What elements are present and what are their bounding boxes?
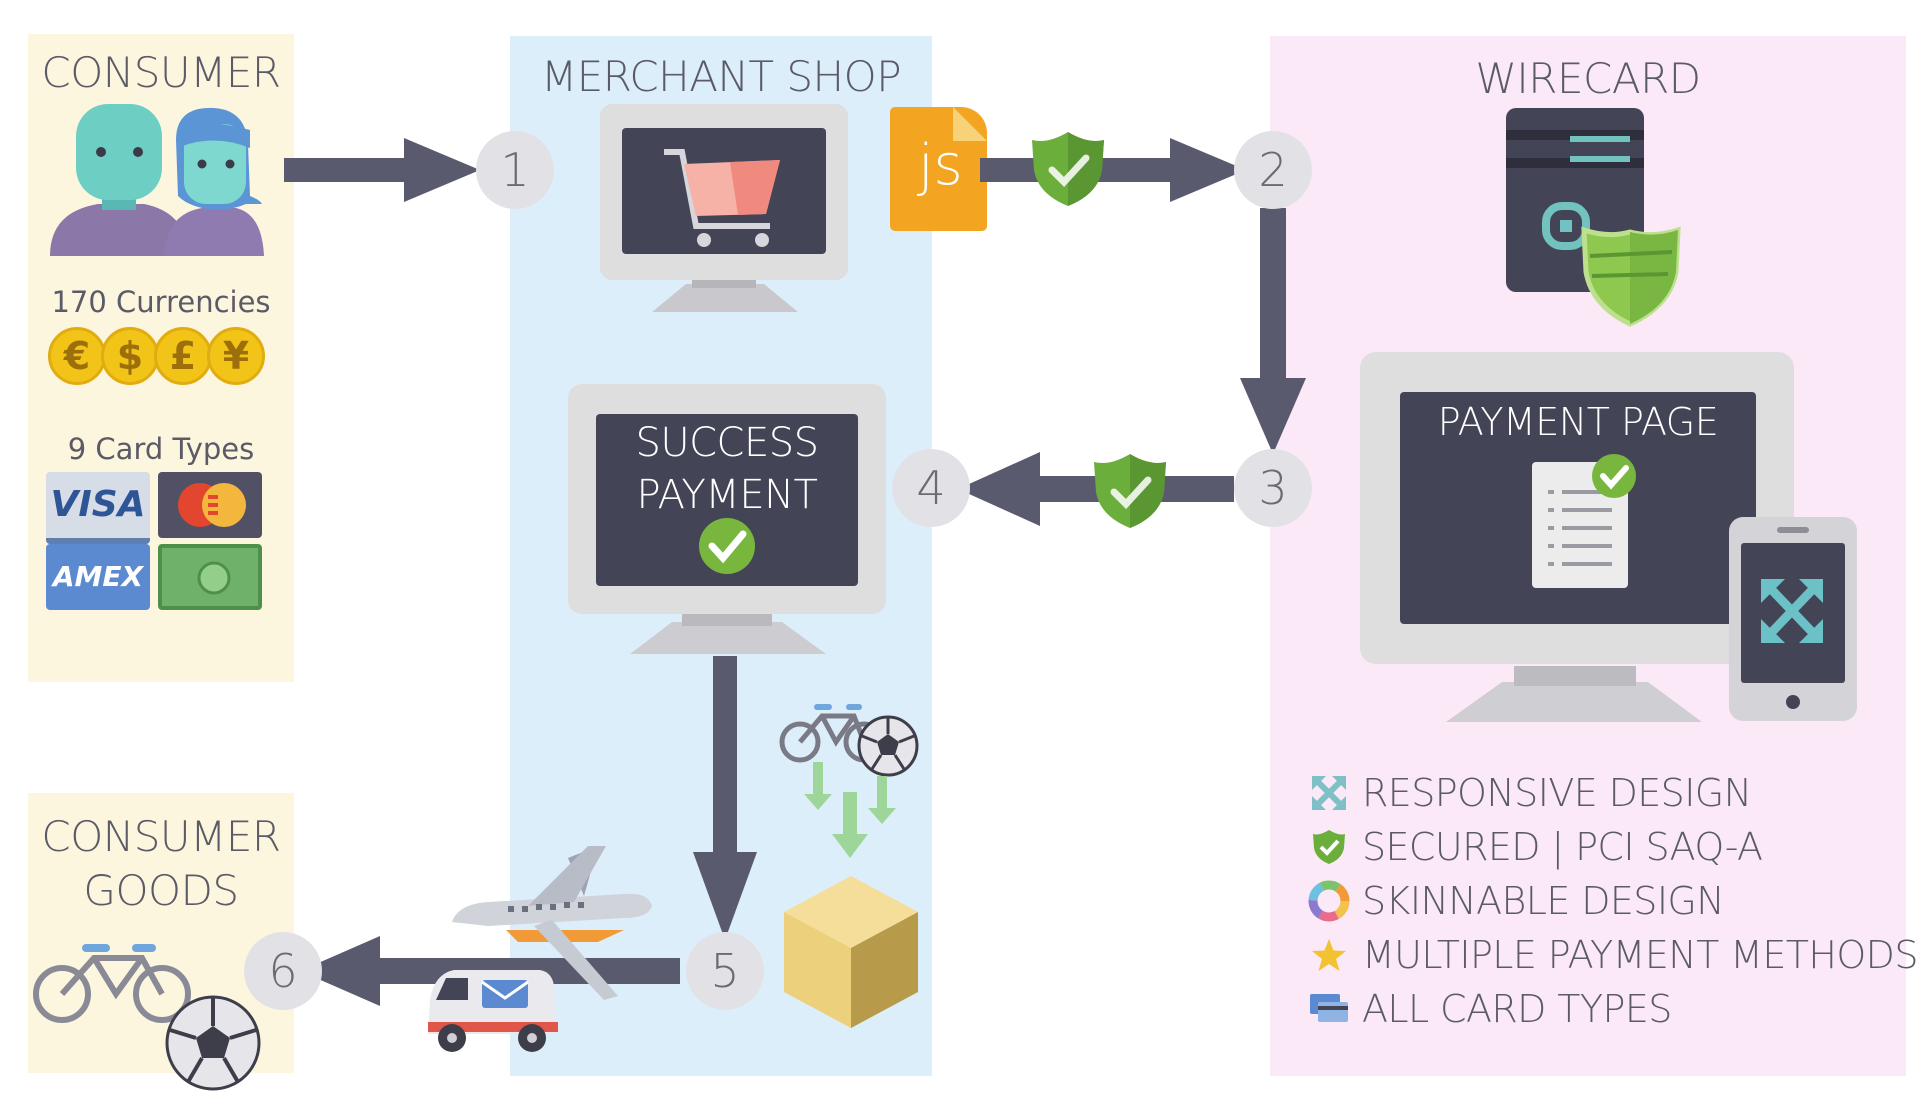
feature-responsive-design: RESPONSIVE DESIGN [1310, 768, 1752, 818]
step-6-marker: 6 [244, 932, 322, 1010]
feature-all-card-types: ALL CARD TYPES [1310, 984, 1672, 1034]
card-types-label: 9 Card Types [67, 432, 255, 466]
feature-label: SKINNABLE DESIGN [1362, 879, 1725, 923]
shield-check-icon [1094, 454, 1166, 528]
payment-page-monitor-icon [1360, 352, 1794, 722]
step-3-marker: 3 [1234, 449, 1312, 527]
step-1-marker: 1 [476, 131, 554, 209]
credit-cards-icon [1310, 990, 1348, 1028]
shield-check-icon [1032, 132, 1104, 206]
js-file-label: js [918, 133, 963, 198]
yen-coin-icon: ¥ [207, 327, 265, 385]
down-arrows-icon [804, 762, 896, 858]
package-box-icon [784, 876, 918, 1028]
currencies-label: 170 Currencies [51, 285, 271, 319]
consumer-goods-title-line1: CONSUMER [41, 812, 281, 861]
tablet-icon [1729, 517, 1857, 721]
soccer-ball-icon [857, 715, 919, 777]
bicycle-icon [33, 944, 191, 1023]
euro-coin-icon: € [48, 327, 106, 385]
feature-label: ALL CARD TYPES [1362, 987, 1672, 1031]
success-label: SUCCESS [635, 420, 819, 466]
visa-card-icon: VISA [46, 472, 150, 544]
consumers-avatar-icon [50, 104, 264, 256]
amex-card-icon: AMEX [46, 544, 150, 610]
js-file-fold-icon [953, 107, 987, 141]
step-2-marker: 2 [1234, 131, 1312, 209]
airplane-icon [452, 846, 652, 1000]
consumer-title: CONSUMER [41, 48, 281, 97]
merchant-shop-title: MERCHANT SHOP [540, 52, 902, 101]
star-icon [1310, 936, 1348, 974]
feature-multiple-payment-methods: MULTIPLE PAYMENT METHODS [1310, 930, 1918, 980]
feature-skinnable-design: SKINNABLE DESIGN [1308, 876, 1725, 926]
expand-icon [1310, 774, 1348, 812]
merchant-monitor-icon [600, 104, 848, 312]
step-5-marker: 5 [686, 932, 764, 1010]
feature-label: MULTIPLE PAYMENT METHODS [1362, 933, 1918, 977]
delivery-van-icon [428, 970, 558, 1052]
server-icon [1506, 108, 1681, 327]
cash-card-icon [158, 544, 262, 610]
wirecard-title: WIRECARD [1475, 54, 1701, 103]
payment-label: PAYMENT [636, 472, 818, 518]
feature-secured: SECURED | PCI SAQ-A [1310, 822, 1763, 872]
dollar-coin-icon: $ [101, 327, 159, 385]
step-4-marker: 4 [892, 449, 970, 527]
payment-page-label: PAYMENT PAGE [1437, 400, 1719, 444]
success-monitor-icon [568, 384, 886, 654]
color-wheel-icon [1308, 880, 1350, 922]
feature-label: SECURED | PCI SAQ-A [1362, 825, 1763, 869]
consumer-goods-title-line2: GOODS [83, 866, 239, 915]
feature-label: RESPONSIVE DESIGN [1362, 771, 1752, 815]
mastercard-card-icon [158, 472, 262, 538]
shield-check-icon [1310, 828, 1348, 866]
soccer-ball-icon [165, 995, 261, 1091]
